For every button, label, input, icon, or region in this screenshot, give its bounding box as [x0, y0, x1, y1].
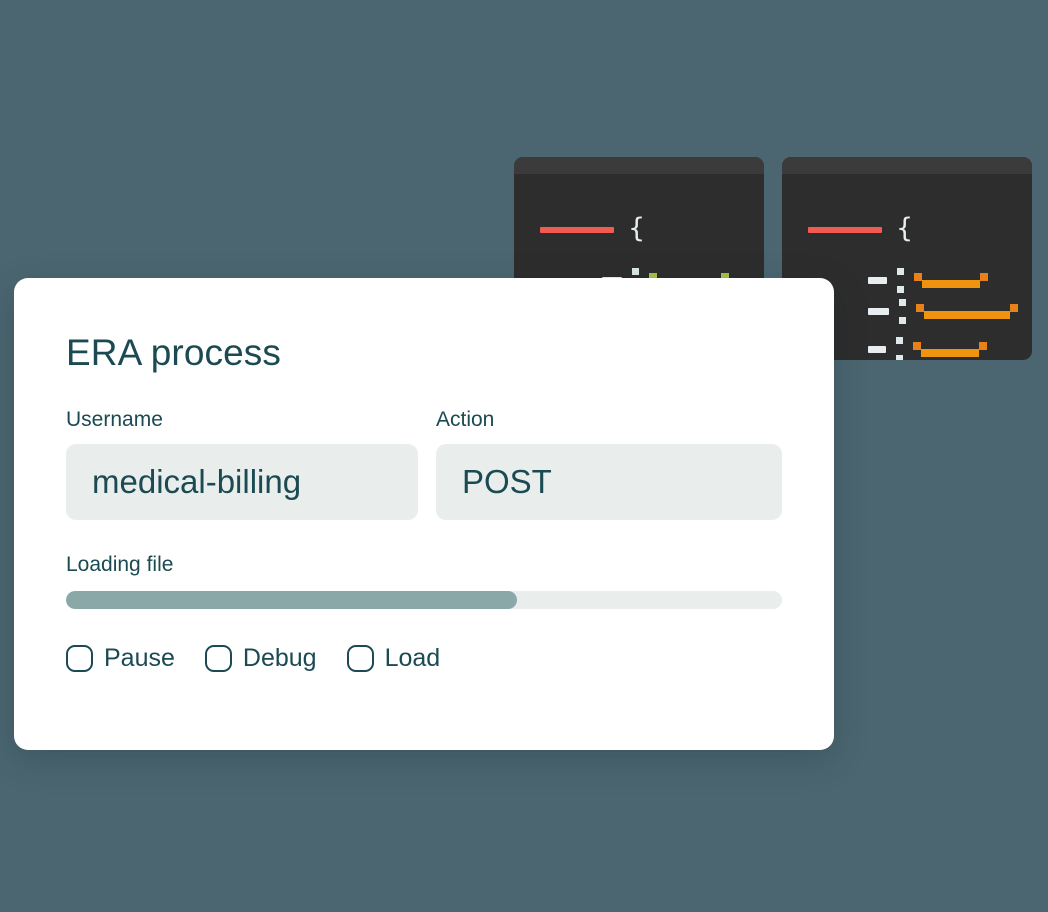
- code-first-line: {: [540, 213, 646, 244]
- code-quote-close-icon: [721, 273, 729, 281]
- field-username: Username: [66, 409, 418, 520]
- checkbox-row: Pause Debug Load: [66, 645, 782, 672]
- code-quote-open-icon: [914, 273, 922, 281]
- code-value-bar: [924, 311, 1010, 319]
- checkbox-load[interactable]: Load: [346, 644, 441, 672]
- code-panel-titlebar: [514, 157, 764, 174]
- checkbox-box-icon[interactable]: [204, 645, 232, 672]
- username-label: Username: [66, 408, 163, 431]
- code-quote-open-icon: [649, 273, 657, 281]
- code-value-group: [916, 304, 1018, 319]
- code-quote-open-icon: [913, 342, 921, 350]
- code-first-line: {: [808, 213, 914, 244]
- page-title: ERA process: [66, 332, 281, 373]
- progress-bar: [66, 591, 782, 609]
- era-process-card: ERA process Username Action Loading file…: [14, 278, 834, 750]
- username-input[interactable]: [66, 444, 418, 520]
- code-panel-body: {: [782, 174, 1032, 360]
- field-action: Action: [435, 408, 782, 520]
- progress-bar-fill: [66, 591, 518, 609]
- code-open-brace-icon: {: [628, 213, 646, 244]
- form-fields-row: Username Action: [66, 409, 782, 520]
- checkbox-debug[interactable]: Debug: [204, 644, 317, 672]
- code-key-bar: [868, 346, 886, 353]
- code-value-group: [914, 273, 988, 288]
- code-key-bar: [868, 308, 889, 315]
- checkbox-label: Load: [384, 644, 441, 672]
- code-value-bar: [922, 280, 980, 288]
- action-label: Action: [435, 408, 495, 431]
- code-row: [868, 337, 987, 360]
- code-quote-close-icon: [979, 342, 987, 350]
- code-colon-icon: [896, 337, 903, 360]
- checkbox-box-icon[interactable]: [66, 645, 93, 672]
- progress-label: Loading file: [66, 553, 174, 576]
- checkbox-box-icon[interactable]: [346, 645, 374, 672]
- code-row: [868, 299, 1018, 324]
- code-panel-titlebar: [782, 157, 1032, 174]
- code-colon-icon: [897, 268, 904, 293]
- code-row: [868, 268, 988, 293]
- code-red-bar: [808, 227, 882, 233]
- checkbox-pause[interactable]: Pause: [66, 645, 175, 672]
- code-panel-orange: {: [782, 157, 1032, 360]
- code-red-bar: [540, 227, 614, 233]
- code-value-group: [913, 342, 987, 357]
- code-quote-close-icon: [980, 273, 988, 281]
- code-open-brace-icon: {: [896, 213, 914, 244]
- action-input[interactable]: [435, 444, 782, 520]
- checkbox-label: Pause: [104, 644, 175, 672]
- checkbox-label: Debug: [242, 644, 317, 672]
- code-quote-open-icon: [916, 304, 924, 312]
- code-colon-icon: [899, 299, 906, 324]
- code-quote-close-icon: [1010, 304, 1018, 312]
- code-value-bar: [921, 349, 979, 357]
- code-key-bar: [868, 277, 887, 284]
